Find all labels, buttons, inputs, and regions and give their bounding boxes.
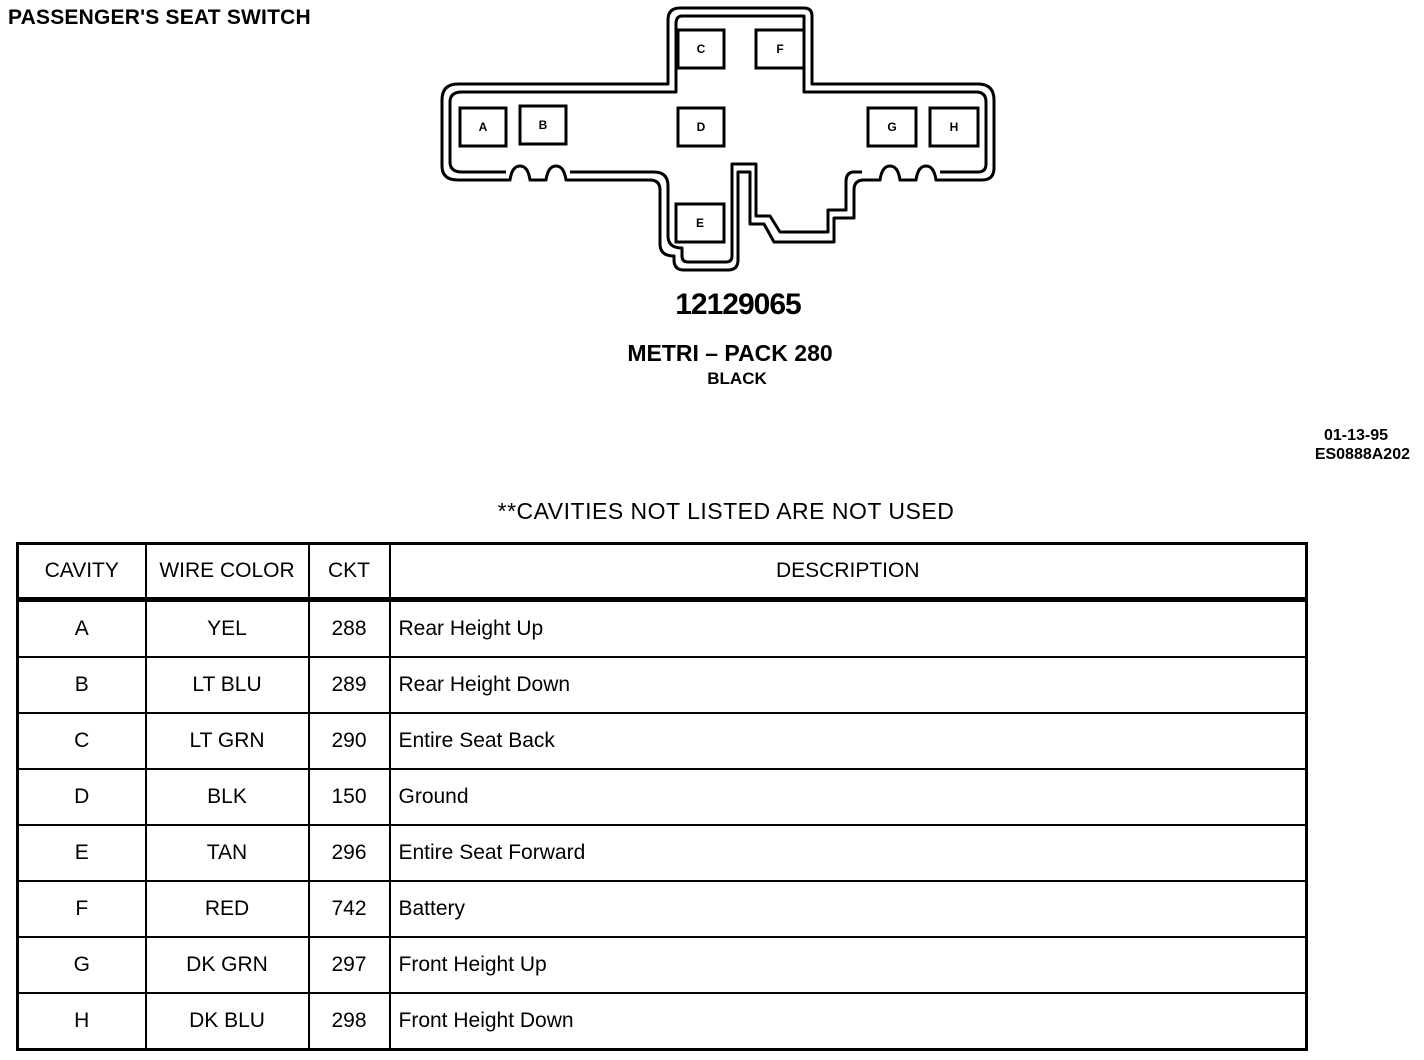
cavity-b-box — [518, 104, 568, 146]
cell-description: Front Height Up — [388, 936, 1308, 994]
table-row: B LT BLU 289 Rear Height Down — [16, 656, 1308, 714]
header-cavity: CAVITY — [16, 542, 147, 602]
cell-cavity: F — [16, 880, 147, 938]
cell-description: Ground — [388, 768, 1308, 826]
connector-housing-outline — [440, 6, 996, 272]
cell-cavity: B — [16, 656, 147, 714]
table-row: D BLK 150 Ground — [16, 768, 1308, 826]
table-row: E TAN 296 Entire Seat Forward — [16, 824, 1308, 882]
drawing-code: ES0888A202 — [1314, 446, 1410, 463]
cavity-b-label: B — [539, 118, 548, 132]
cell-wire-color: DK GRN — [144, 936, 310, 994]
header-ckt: CKT — [307, 542, 391, 602]
cell-cavity: D — [16, 768, 147, 826]
cavity-table: CAVITY WIRE COLOR CKT DESCRIPTION A YEL … — [16, 542, 1308, 1051]
cell-wire-color: DK BLU — [144, 992, 310, 1051]
cavity-d-box — [676, 106, 726, 148]
cavity-h-label: H — [950, 120, 959, 134]
cell-description: Rear Height Up — [388, 598, 1308, 658]
cavity-g-label: G — [887, 120, 896, 134]
cell-ckt: 296 — [307, 824, 391, 882]
table-header-row: CAVITY WIRE COLOR CKT DESCRIPTION — [16, 542, 1308, 602]
connector-series: METRI – PACK 280 — [627, 340, 833, 366]
connector-part-number: 12129065 — [675, 288, 801, 321]
cell-wire-color: TAN — [144, 824, 310, 882]
cell-wire-color: RED — [144, 880, 310, 938]
cell-ckt: 742 — [307, 880, 391, 938]
unused-cavities-note: **CAVITIES NOT LISTED ARE NOT USED — [497, 498, 955, 524]
connector-face-diagram: A B C D E F G H — [440, 6, 996, 272]
cavity-a-box — [458, 106, 508, 148]
table-row: F RED 742 Battery — [16, 880, 1308, 938]
connector-color: BLACK — [707, 369, 767, 388]
table-row: C LT GRN 290 Entire Seat Back — [16, 712, 1308, 770]
cavity-c-label: C — [697, 42, 706, 56]
cavity-a-label: A — [479, 120, 488, 134]
table-row: H DK BLU 298 Front Height Down — [16, 992, 1308, 1051]
cell-wire-color: YEL — [144, 598, 310, 658]
drawing-date: 01-13-95 — [1323, 427, 1388, 444]
cavity-h-box — [928, 106, 980, 148]
cell-wire-color: LT GRN — [144, 712, 310, 770]
cavity-d-label: D — [697, 120, 706, 134]
cavity-f-box — [754, 28, 806, 70]
cell-wire-color: BLK — [144, 768, 310, 826]
cell-ckt: 297 — [307, 936, 391, 994]
cell-ckt: 289 — [307, 656, 391, 714]
header-wire-color: WIRE COLOR — [144, 542, 310, 602]
cell-ckt: 150 — [307, 768, 391, 826]
cavity-e-box — [674, 202, 726, 244]
cavity-c-box — [676, 28, 726, 70]
cell-description: Battery — [388, 880, 1308, 938]
cavity-e-label: E — [696, 216, 704, 230]
cell-description: Rear Height Down — [388, 656, 1308, 714]
cell-description: Entire Seat Back — [388, 712, 1308, 770]
cell-cavity: E — [16, 824, 147, 882]
cell-wire-color: LT BLU — [144, 656, 310, 714]
cavity-g-box — [866, 106, 918, 148]
table-row: G DK GRN 297 Front Height Up — [16, 936, 1308, 994]
diagram-title: PASSENGER'S SEAT SWITCH — [8, 6, 311, 29]
connector-housing-inner-line — [448, 14, 988, 264]
cell-cavity: G — [16, 936, 147, 994]
cell-cavity: C — [16, 712, 147, 770]
cell-description: Entire Seat Forward — [388, 824, 1308, 882]
cell-ckt: 290 — [307, 712, 391, 770]
cell-ckt: 288 — [307, 598, 391, 658]
cavity-f-label: F — [776, 42, 783, 56]
cell-cavity: H — [16, 992, 147, 1051]
table-row: A YEL 288 Rear Height Up — [16, 598, 1308, 658]
header-description: DESCRIPTION — [388, 542, 1308, 602]
cell-description: Front Height Down — [388, 992, 1308, 1051]
cell-ckt: 298 — [307, 992, 391, 1051]
cell-cavity: A — [16, 598, 147, 658]
